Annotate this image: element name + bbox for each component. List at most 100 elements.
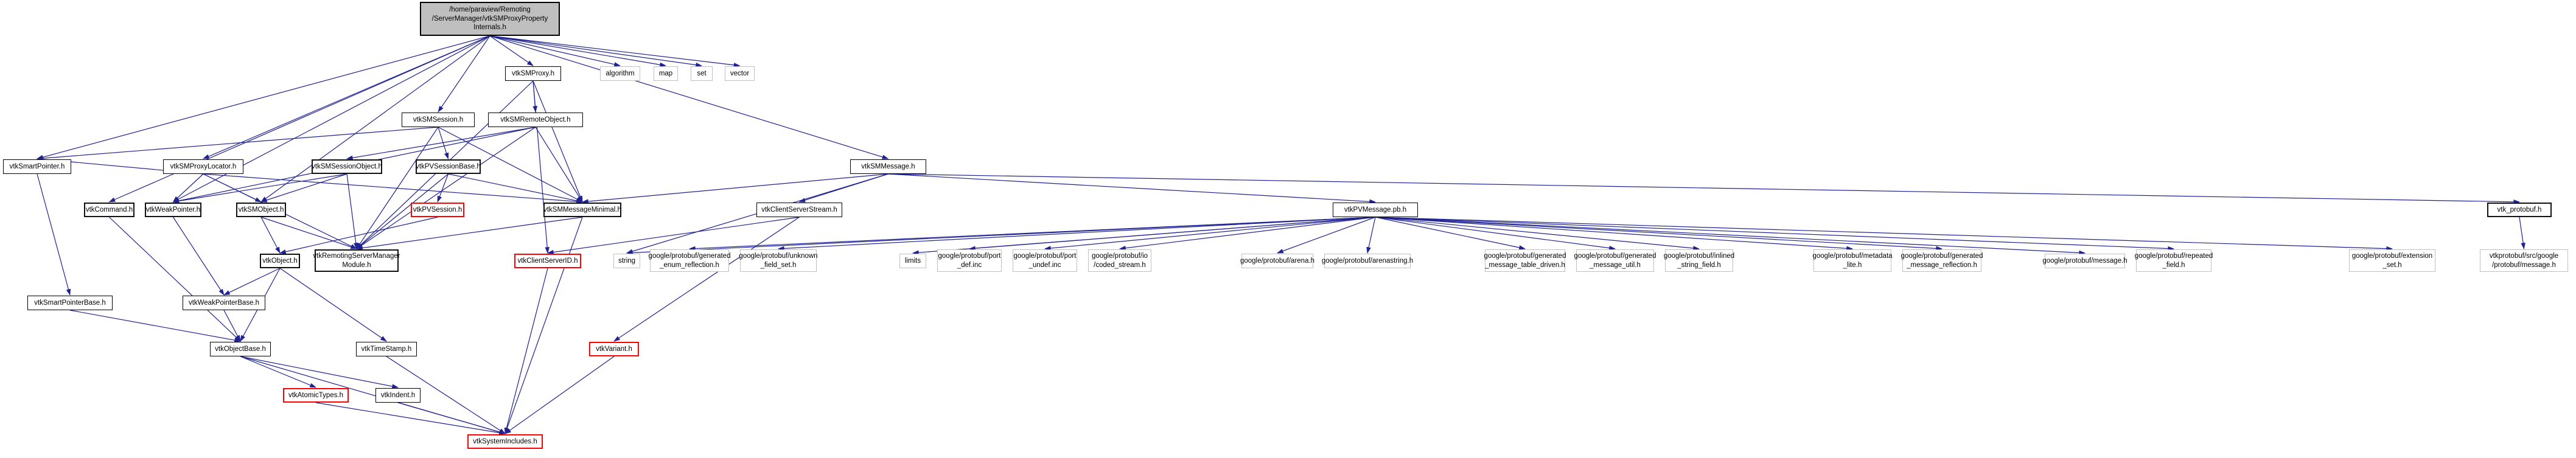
node-label-line: vtkWeakPointerBase.h	[188, 299, 260, 307]
node-limits: limits	[899, 254, 926, 268]
node-label-line: google/protobuf/extension	[2351, 252, 2433, 260]
edge-vtkSMProxyLocator-to-vtkWeakPointer	[172, 173, 204, 203]
node-vtkSMSessionObject[interactable]: vtkSMSessionObject.h	[312, 159, 382, 174]
node-label-line: Internals.h	[473, 24, 506, 32]
edge-vtkPVSessionBase-to-vtkRemotingModule	[356, 173, 449, 249]
edge-vtkPVMessagePb-to-pbRepeatedField	[1375, 217, 2175, 251]
edge-vtkPVSessionBase-to-vtkSMMessageMinimal	[448, 173, 584, 203]
node-vtkSMMessage[interactable]: vtkSMMessage.h	[850, 159, 926, 174]
node-vtkprotobufMessage: vtkprotobuf/src/google/protobuf/message.…	[2480, 249, 2568, 272]
node-vtkSMProxyLocator[interactable]: vtkSMProxyLocator.h	[163, 159, 243, 174]
edge-vtkSMMessage-to-vtkSMMessageMinimal	[581, 173, 888, 204]
node-vtkSMObject[interactable]: vtkSMObject.h	[236, 203, 286, 217]
node-label-line: _enum_reflection.h	[660, 261, 719, 269]
edge-root-to-vtkCommand	[108, 35, 490, 203]
edge-vtkPVMessagePb-to-pbMessageReflection	[1375, 217, 1943, 251]
node-label-line: vtkSMSessionObject.h	[312, 162, 382, 170]
node-label-line: vtkRemotingServerManager	[313, 252, 400, 260]
node-label-line: vtkSmartPointerBase.h	[34, 299, 106, 307]
edge-vtkPVMessagePb-to-pbUnknownFieldSet	[777, 217, 1376, 251]
node-vtkAtomicTypes[interactable]: vtkAtomicTypes.h	[283, 388, 349, 403]
node-label-line: google/protobuf/unknown	[739, 252, 818, 260]
edge-vtkClientServerID-to-vtkSystemIncludes	[504, 268, 548, 435]
edge-root-to-set	[489, 35, 703, 68]
edge-vtkCommand-to-vtkObjectBase	[109, 217, 241, 342]
node-vtkClientServerStream[interactable]: vtkClientServerStream.h	[756, 203, 842, 217]
node-vtkSmartPointerBase[interactable]: vtkSmartPointerBase.h	[27, 296, 113, 310]
node-pbRepeatedField: google/protobuf/repeated_field.h	[2134, 249, 2213, 272]
node-vtkProtobuf[interactable]: vtk_protobuf.h	[2487, 203, 2552, 217]
edge-vtkPVMessagePb-to-pbTableDriven	[1375, 217, 1526, 250]
edge-root-to-map	[489, 35, 667, 68]
node-vtkClientServerID[interactable]: vtkClientServerID.h	[514, 254, 581, 268]
node-pbExtensionSet: google/protobuf/extension_set.h	[2349, 249, 2435, 272]
node-vtkTimeStamp[interactable]: vtkTimeStamp.h	[356, 342, 417, 356]
node-label-line: _message_reflection.h	[1907, 261, 1977, 269]
node-label-line: /coded_stream.h	[1094, 261, 1146, 269]
edge-vtkObjectBase-to-vtkIndent	[240, 356, 399, 389]
node-label-line: google/protobuf/generated	[1901, 252, 1983, 260]
edge-vtkObjectBase-to-vtkAtomicTypes	[240, 356, 316, 388]
node-label-line: _def.inc	[957, 261, 982, 269]
edge-vtkPVSession-to-vtkObject	[279, 217, 438, 254]
node-root[interactable]: /home/paraview/Remoting/ServerManager/vt…	[420, 2, 560, 36]
edge-vtkSMMessageMinimal-to-vtkRemotingModule	[355, 217, 583, 251]
edge-root-to-vtkWeakPointer	[172, 35, 490, 203]
edge-vtkWeakPointer-to-vtkWeakPointerBase	[172, 217, 225, 296]
node-label-line: vtkprotobuf/src/google	[2489, 252, 2559, 260]
node-label-line: _field_set.h	[760, 261, 797, 269]
node-vtkCommand[interactable]: vtkCommand.h	[84, 203, 134, 217]
node-label-line: set	[697, 69, 707, 77]
node-pbMessageReflection: google/protobuf/generated_message_reflec…	[1901, 249, 1983, 272]
edge-vtkClientServerStream-to-vtkClientServerID	[546, 217, 800, 255]
edge-vtkPVMessagePb-to-pbMetadataLite	[1375, 217, 1854, 251]
node-vtkWeakPointer[interactable]: vtkWeakPointer.h	[145, 203, 201, 217]
edge-root-to-vector	[489, 35, 741, 68]
node-label-line: vtkSMRemoteObject.h	[500, 116, 571, 123]
edge-vtkSMSessionObject-to-vtkSMObject	[260, 173, 347, 203]
node-vtkIndent[interactable]: vtkIndent.h	[375, 388, 421, 403]
node-vtkWeakPointerBase[interactable]: vtkWeakPointerBase.h	[183, 296, 265, 310]
node-vtkSMRemoteObject[interactable]: vtkSMRemoteObject.h	[488, 113, 583, 127]
node-label-line: google/protobuf/generated	[1574, 252, 1656, 260]
node-label-line: google/protobuf/repeated	[2134, 252, 2213, 260]
node-vtkSmartPointer[interactable]: vtkSmartPointer.h	[3, 159, 71, 174]
node-vtkPVMessagePb[interactable]: vtkPVMessage.pb.h	[1333, 203, 1418, 217]
node-label-line: vtkSMProxy.h	[511, 69, 555, 77]
node-label-line: _message_util.h	[1590, 261, 1641, 269]
node-label-line: vector	[730, 69, 750, 77]
node-label-line: _lite.h	[1843, 261, 1862, 269]
edge-vtkSmartPointerBase-to-vtkObjectBase	[69, 310, 242, 342]
edge-root-to-algorithm	[489, 35, 621, 67]
node-label-line: vtkObject.h	[262, 257, 298, 265]
edge-vtkPVMessagePb-to-pbMessage	[1375, 217, 2086, 255]
node-vtkObjectBase[interactable]: vtkObjectBase.h	[210, 342, 271, 356]
node-vtkSystemIncludes[interactable]: vtkSystemIncludes.h	[467, 434, 543, 449]
node-vtkSMSession[interactable]: vtkSMSession.h	[402, 113, 475, 127]
node-vtkPVSessionBase[interactable]: vtkPVSessionBase.h	[416, 159, 481, 174]
node-vtkSMProxy[interactable]: vtkSMProxy.h	[505, 66, 561, 81]
node-label-line: vtkIndent.h	[380, 391, 416, 399]
node-vtkPVSession[interactable]: vtkPVSession.h	[411, 203, 464, 217]
node-vtkVariant[interactable]: vtkVariant.h	[589, 342, 639, 356]
node-label-line: vtkSMMessageMinimal.h	[543, 206, 621, 213]
node-label-line: vtkWeakPointer.h	[145, 206, 201, 213]
node-label-line: vtkSmartPointer.h	[9, 162, 65, 170]
edge-vtkPVMessagePb-to-pbMessageUtil	[1375, 217, 1616, 251]
node-vtkSMMessageMinimal[interactable]: vtkSMMessageMinimal.h	[543, 203, 621, 217]
edge-vtkSMRemoteObject-to-vtkSMMessageMinimal	[535, 127, 583, 203]
node-label-line: /protobuf/message.h	[2492, 261, 2556, 269]
node-label-line: google/protobuf/generated	[648, 252, 731, 260]
node-pbEnumReflection: google/protobuf/generated_enum_reflectio…	[648, 249, 731, 272]
node-vtkObject[interactable]: vtkObject.h	[260, 254, 300, 268]
edge-vtkSMSessionObject-to-vtkWeakPointer	[172, 173, 347, 204]
edge-vtkPVMessagePb-to-pbArenastring	[1366, 217, 1376, 254]
edge-vtkSMMessage-to-vtkProtobuf	[888, 173, 2521, 204]
node-vector: vector	[725, 66, 755, 81]
node-label-line: vtkClientServerID.h	[517, 257, 578, 265]
node-pbArena: google/protobuf/arena.h	[1240, 254, 1314, 268]
node-label-line: _set.h	[2382, 261, 2402, 269]
edge-vtkSMProxy-to-vtkSMMessageMinimal	[532, 80, 583, 203]
